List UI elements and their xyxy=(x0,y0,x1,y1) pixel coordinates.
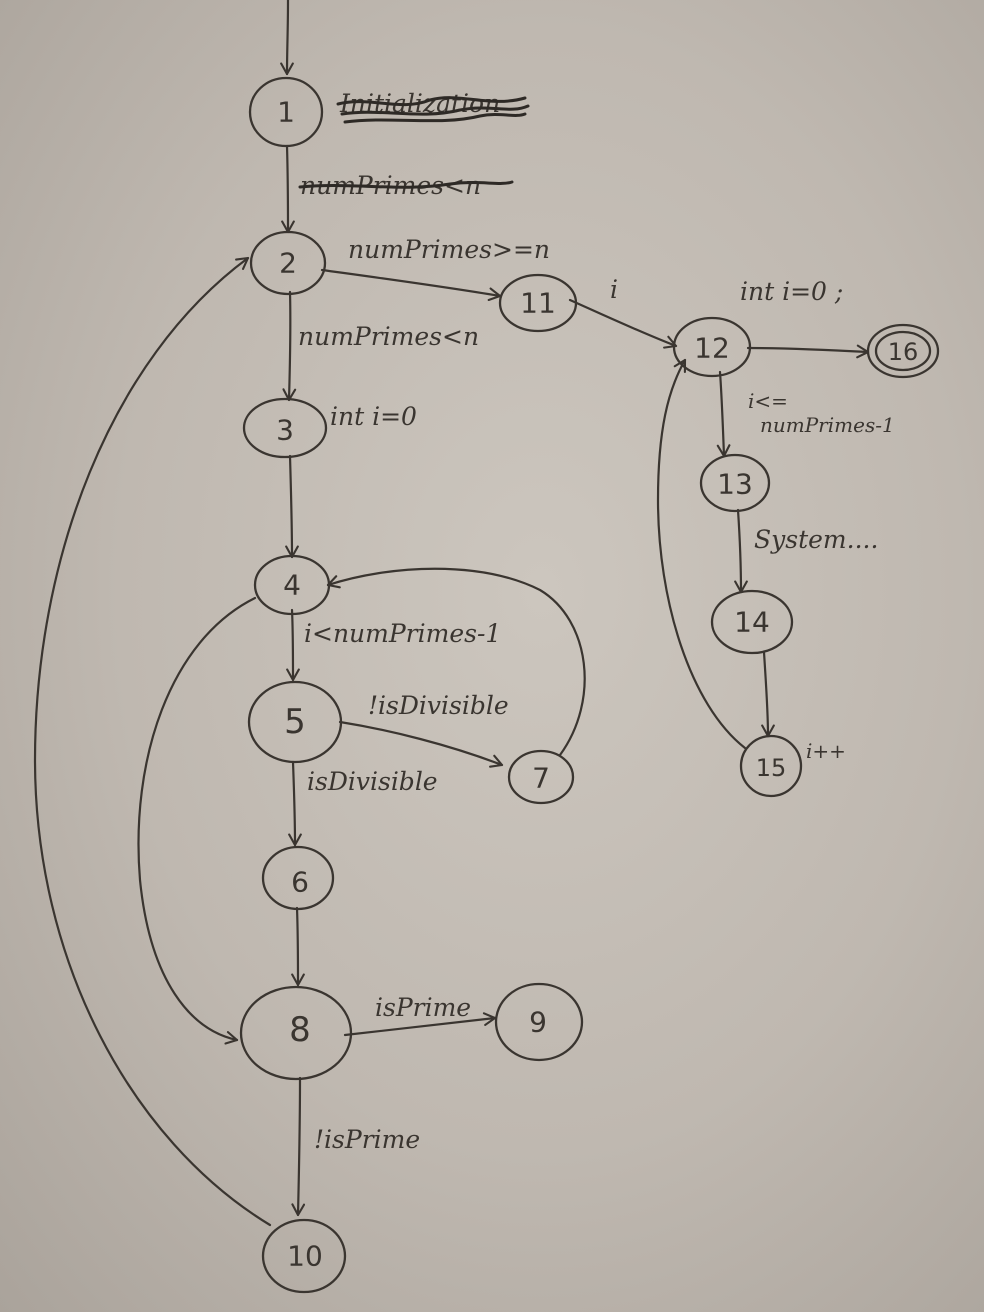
edge-8-10 xyxy=(291,1076,306,1217)
edge-11-12 xyxy=(568,298,678,349)
node-2-label: 2 xyxy=(279,247,297,280)
node-8-label: 8 xyxy=(289,1010,311,1050)
edge-label-12-16: int i=0 ; xyxy=(740,277,843,306)
node-4: 4 xyxy=(253,554,331,616)
node-6: 6 xyxy=(261,845,335,911)
node-3: 3 xyxy=(242,397,328,459)
node-14: 14 xyxy=(710,589,794,655)
crossed-out-note-2: numPrimes<n xyxy=(298,171,514,200)
node-14-label: 14 xyxy=(734,606,770,639)
node-10: 10 xyxy=(261,1218,347,1294)
node-15-note: i++ xyxy=(806,739,846,763)
node-3-label: 3 xyxy=(276,414,294,447)
edge-label-5-6: isDivisible xyxy=(307,767,438,796)
node-1-label: 1 xyxy=(277,96,295,129)
edge-12-13 xyxy=(716,370,731,458)
edge-14-15 xyxy=(761,650,775,738)
edge-8-9 xyxy=(343,1012,497,1037)
node-7-label: 7 xyxy=(532,762,550,795)
edge-entry-1 xyxy=(280,0,294,76)
node-8: 8 xyxy=(239,985,353,1081)
edge-label-8-10: !isPrime xyxy=(314,1125,420,1154)
node-5-label: 5 xyxy=(284,702,306,742)
edge-4-8 xyxy=(137,596,257,1045)
edge-label-12-13-line1: i<= xyxy=(748,389,788,413)
node-11: 11 xyxy=(498,273,578,333)
edge-label-4-5: i<numPrimes-1 xyxy=(304,619,501,648)
edge-label-12-13-line2: numPrimes-1 xyxy=(760,413,895,437)
edge-label-11-12: i xyxy=(610,275,618,304)
edge-1-2 xyxy=(281,144,295,234)
node-1: 1 xyxy=(248,76,324,148)
node-9: 9 xyxy=(494,982,584,1062)
node-11-label: 11 xyxy=(520,287,556,320)
edge-label-13-14: System.... xyxy=(754,525,878,554)
edge-13-14 xyxy=(734,508,748,594)
edge-4-5 xyxy=(286,608,300,682)
node-15-label: 15 xyxy=(756,754,787,782)
edge-6-8 xyxy=(291,906,305,987)
edge-15-12 xyxy=(656,358,747,750)
node-9-label: 9 xyxy=(529,1006,547,1039)
node-4-label: 4 xyxy=(283,569,301,602)
edge-10-2 xyxy=(33,256,272,1227)
node-15: 15 xyxy=(739,734,803,798)
edge-label-2-11: numPrimes>=n xyxy=(348,235,550,264)
edge-3-4 xyxy=(285,454,299,559)
node-3-note: int i=0 xyxy=(330,402,417,431)
edge-label-2-3: numPrimes<n xyxy=(298,322,479,351)
node-5: 5 xyxy=(247,680,343,764)
node-12-label: 12 xyxy=(694,332,730,365)
edge-5-6 xyxy=(288,760,302,847)
node-6-label: 6 xyxy=(291,866,309,899)
node-13: 13 xyxy=(699,453,771,513)
node-16: 16 xyxy=(866,323,940,379)
edge-2-3 xyxy=(282,290,297,402)
node-13-label: 13 xyxy=(717,468,753,501)
node-2: 2 xyxy=(249,230,327,296)
node-10-label: 10 xyxy=(287,1240,323,1273)
edge-7-4 xyxy=(326,567,586,757)
edge-label-5-7: !isDivisible xyxy=(368,691,509,720)
edge-2-11 xyxy=(320,268,502,302)
crossed-out-note-1: Initialization xyxy=(336,89,530,124)
edge-label-8-9: isPrime xyxy=(375,993,471,1022)
node-16-label: 16 xyxy=(888,338,919,366)
edge-12-16 xyxy=(746,344,870,359)
node-12: 12 xyxy=(672,316,752,378)
edge-5-7 xyxy=(338,720,504,768)
node-7: 7 xyxy=(507,749,575,805)
